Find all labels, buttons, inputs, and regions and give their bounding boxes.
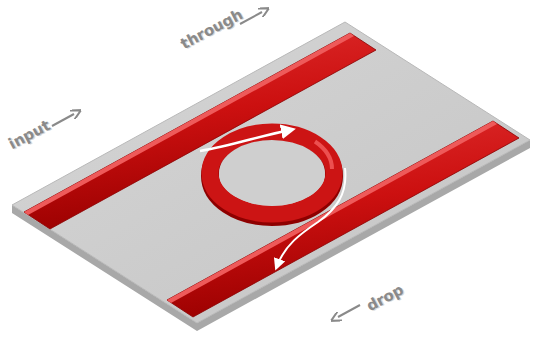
- ring-highlight: [208, 129, 332, 209]
- port-arrow: [338, 305, 360, 317]
- bus-waveguide: [24, 33, 376, 229]
- waveguide-highlight: [24, 33, 354, 215]
- port-arrow: [52, 114, 74, 126]
- waveguide-highlight: [167, 121, 497, 303]
- ring-inner: [219, 140, 325, 206]
- substrate: [12, 22, 530, 323]
- port-label: input: [6, 118, 52, 152]
- port-label: drop: [364, 282, 406, 314]
- drop-waveguide: [167, 121, 519, 317]
- light-path: [277, 168, 345, 266]
- port-label: through: [178, 7, 245, 52]
- light-path: [200, 130, 290, 151]
